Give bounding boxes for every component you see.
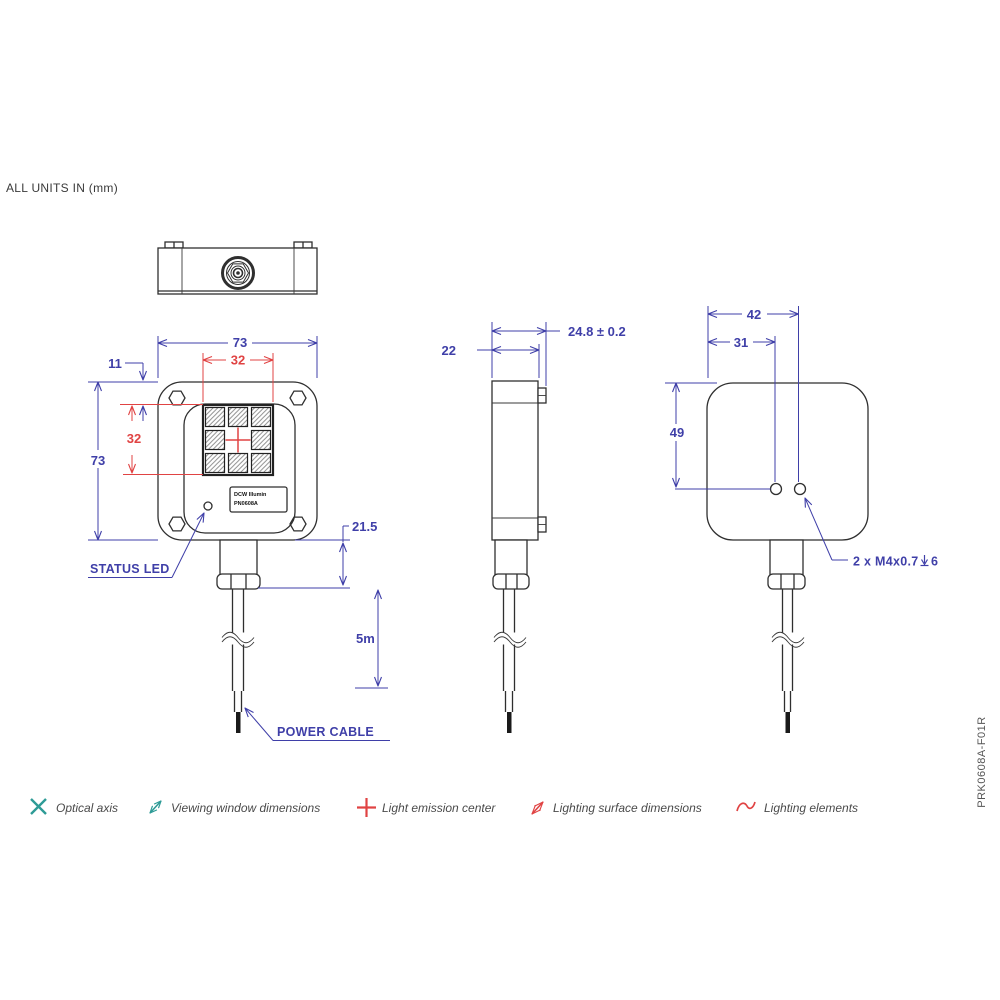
lighting-element xyxy=(250,429,272,451)
units-note: ALL UNITS IN (mm) xyxy=(6,181,118,195)
legend-label-lighting-surface: Lighting surface dimensions xyxy=(553,801,702,815)
dim-width: 73 xyxy=(233,335,247,350)
front-view: DCW Illumin PN0608A xyxy=(157,381,318,733)
cable-gland-nut xyxy=(216,573,261,590)
device-label: DCW Illumin PN0608A xyxy=(229,486,288,513)
lighting-element xyxy=(227,452,249,474)
legend-label-emission-center: Light emission center xyxy=(382,801,496,815)
dim-depth: 22 xyxy=(442,343,456,358)
cable-break-symbol xyxy=(221,631,255,644)
side-view-dimensions: 24.8 ± 0.2 22 xyxy=(442,322,626,386)
dim-overall-depth: 24.8 ± 0.2 xyxy=(568,324,626,339)
lighting-element xyxy=(204,429,226,451)
front-connector-cable xyxy=(216,539,261,733)
cable-connector-body xyxy=(219,539,258,577)
front-view-dimensions: 73 32 11 32 73 21.5 5m STAT xyxy=(88,335,390,741)
dim-hole-right: 42 xyxy=(747,307,761,322)
thread-callout-text: 2 x M4x0.7 xyxy=(853,555,919,569)
lighting-element xyxy=(204,406,226,428)
legend: Optical axis Viewing window dimensions L… xyxy=(30,798,858,817)
thread-callout-depth: 6 xyxy=(931,555,938,569)
connector-top-icon xyxy=(221,256,255,290)
back-housing xyxy=(706,382,869,541)
top-view xyxy=(157,241,318,295)
status-led xyxy=(203,501,213,511)
side-view xyxy=(491,380,547,733)
diagonal-arrow-icon xyxy=(532,802,543,814)
device-label-line2: PN0608A xyxy=(234,501,258,507)
wave-icon xyxy=(736,801,756,812)
lighting-element xyxy=(204,452,226,474)
top-view-body xyxy=(157,247,318,295)
diagonal-arrow-icon xyxy=(150,801,161,813)
dim-surface-height: 32 xyxy=(127,431,141,446)
power-cable-label: POWER CABLE xyxy=(277,725,374,739)
part-number: PRK0608A-F01R xyxy=(976,716,988,808)
status-led-label: STATUS LED xyxy=(90,562,170,576)
legend-label-viewing-window: Viewing window dimensions xyxy=(171,801,320,815)
dim-height: 73 xyxy=(91,453,105,468)
depth-symbol-icon xyxy=(920,555,929,567)
side-housing xyxy=(491,380,539,541)
legend-label-lighting-elements: Lighting elements xyxy=(764,801,858,815)
back-view-dimensions: 42 31 49 2 x M4x0.7 6 xyxy=(665,306,938,569)
dim-connector-length: 21.5 xyxy=(352,519,377,534)
lighting-grid xyxy=(201,403,275,477)
legend-label-optical-axis: Optical axis xyxy=(56,801,118,815)
lighting-element xyxy=(250,452,272,474)
dim-cable-length: 5m xyxy=(356,631,375,646)
dim-hole-vertical: 49 xyxy=(670,425,684,440)
cable-wire-end xyxy=(236,712,241,733)
dim-window-offset: 11 xyxy=(108,356,122,371)
dim-surface-width: 32 xyxy=(231,353,245,368)
lighting-element xyxy=(250,406,272,428)
back-connector-cable xyxy=(767,539,806,733)
mounting-hole-right xyxy=(793,482,807,496)
side-connector-cable xyxy=(492,539,530,733)
x-cross-icon xyxy=(30,798,47,815)
dim-hole-left: 31 xyxy=(734,335,748,350)
lighting-element xyxy=(227,406,249,428)
plus-icon xyxy=(357,798,376,817)
device-label-line1: DCW Illumin xyxy=(234,492,267,498)
light-emission-center-icon xyxy=(225,427,251,453)
back-view xyxy=(706,382,869,733)
